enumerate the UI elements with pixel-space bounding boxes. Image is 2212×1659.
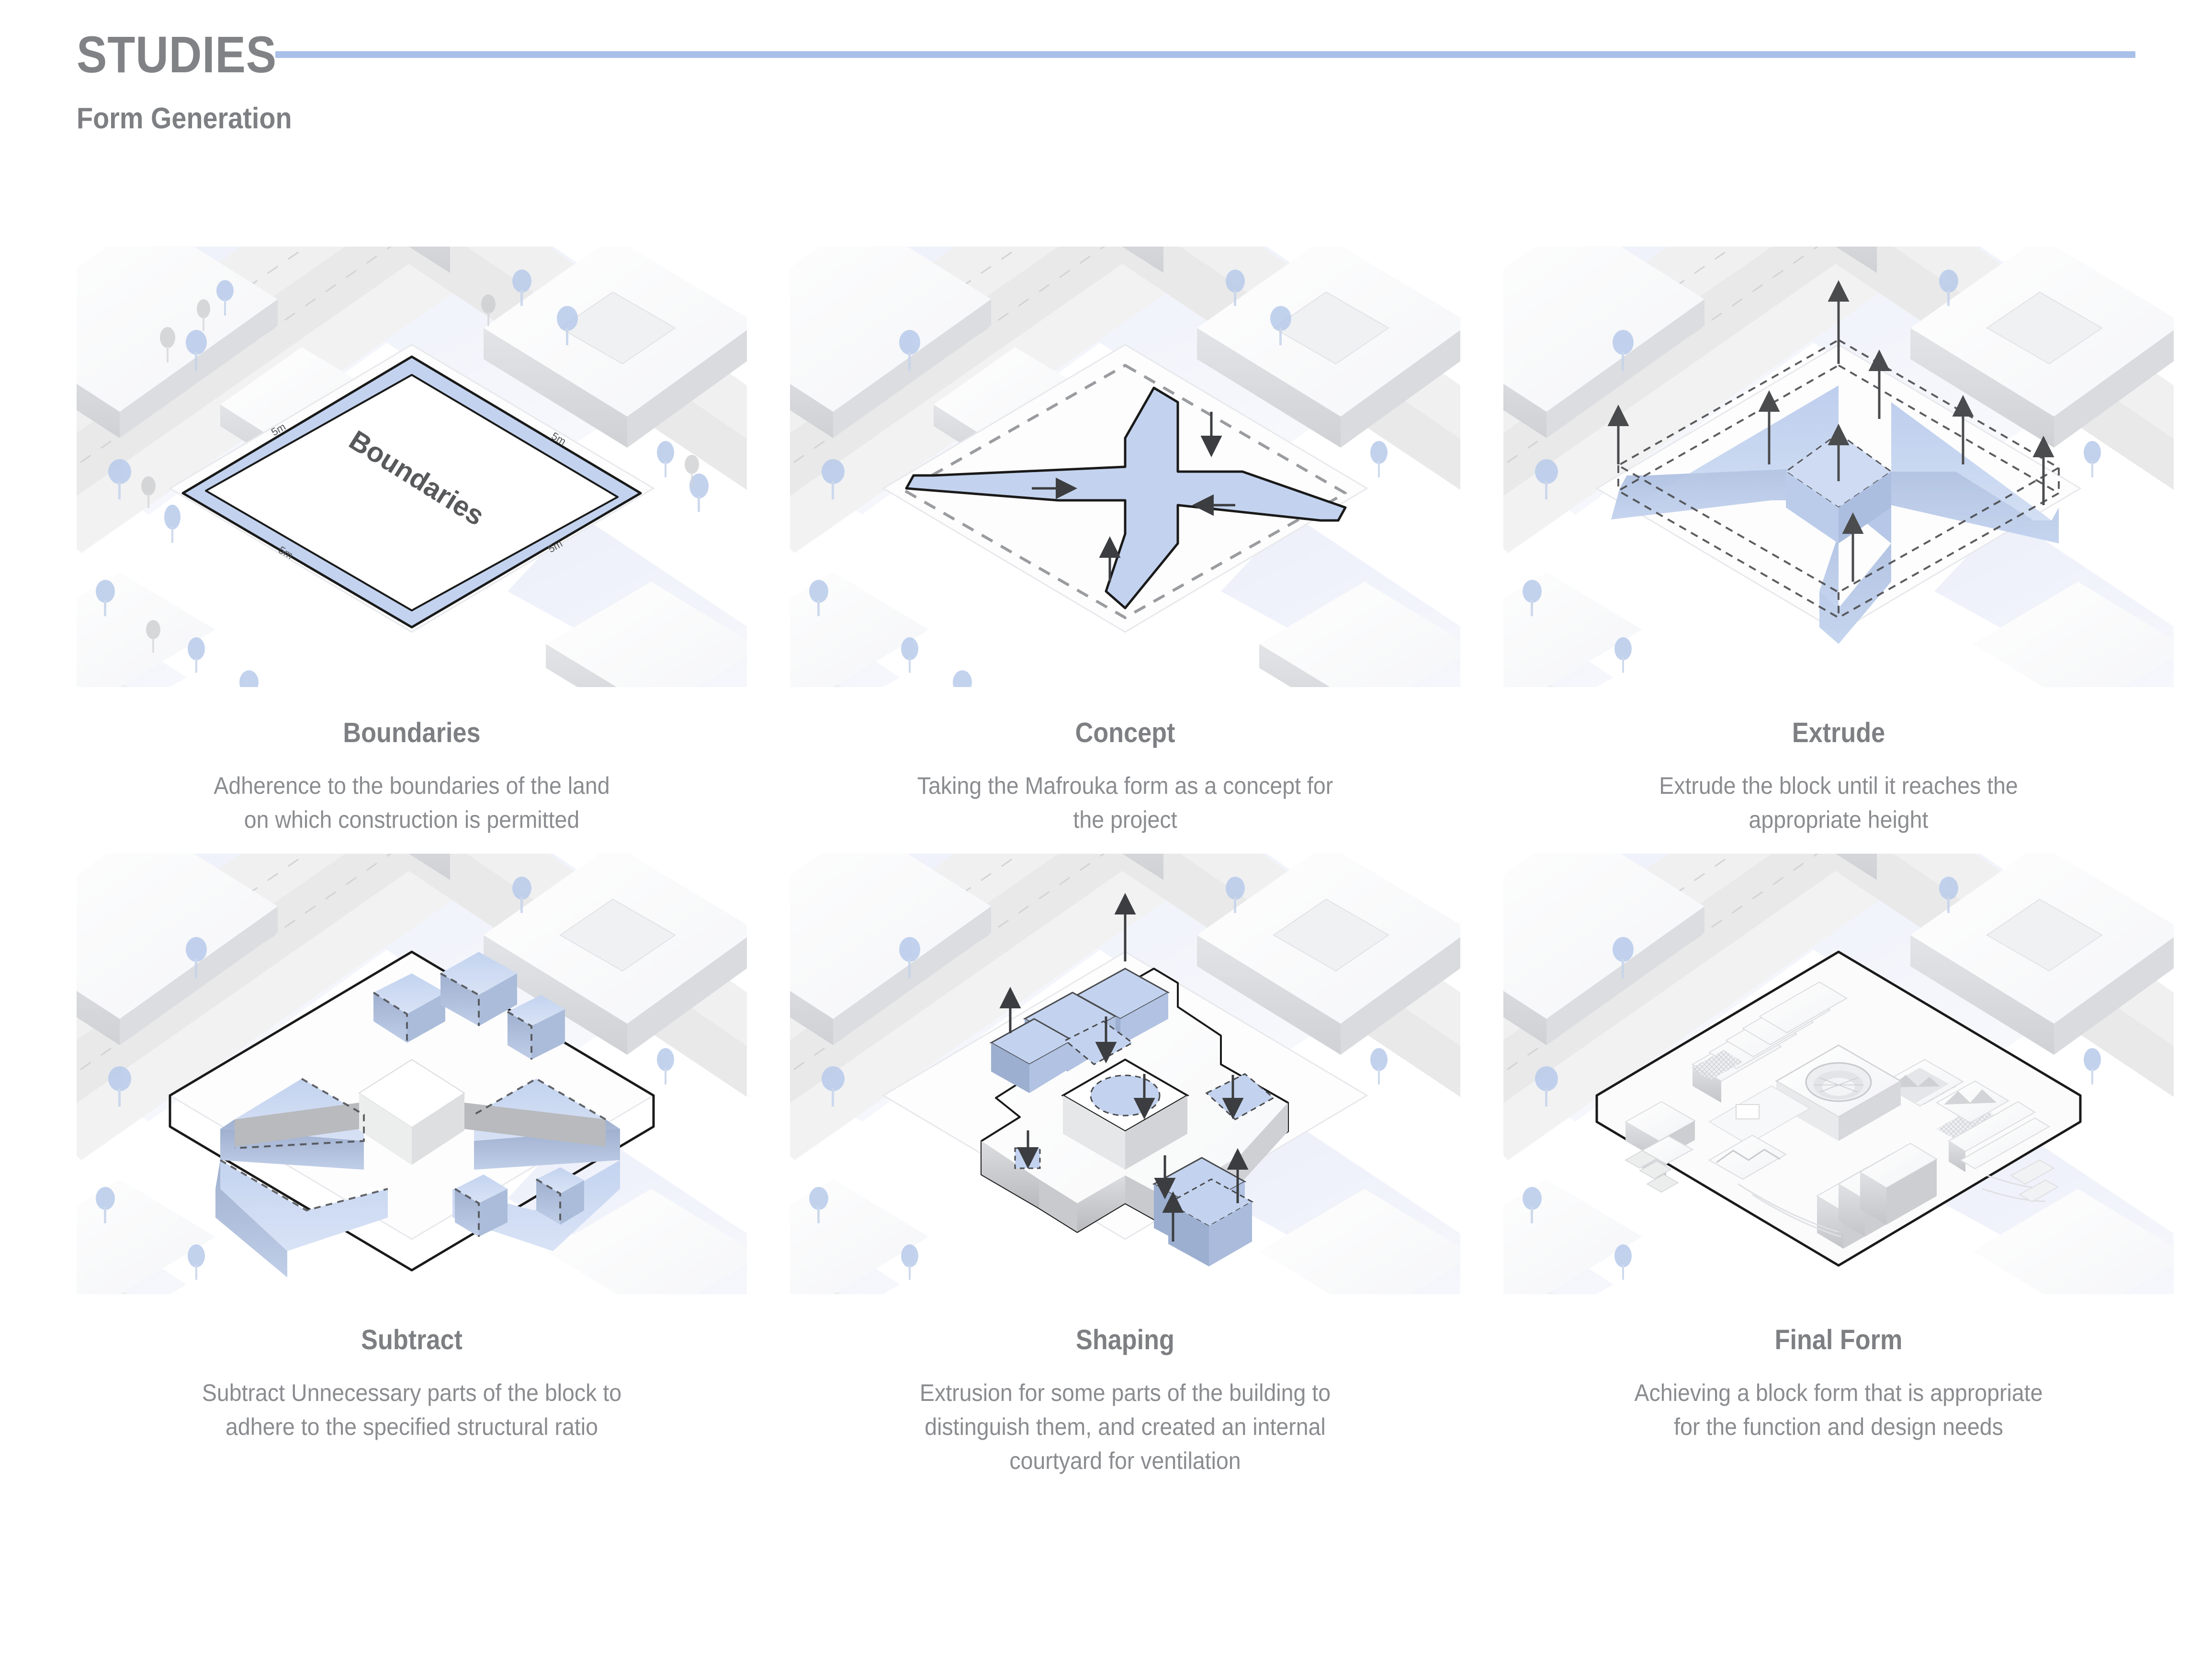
diagram-shaping bbox=[790, 854, 1460, 1294]
step-description: Subtract Unnecessary parts of the block … bbox=[202, 1379, 622, 1440]
street-trees bbox=[1523, 877, 2101, 1280]
step-description: Adherence to the boundaries of the land … bbox=[214, 772, 610, 833]
courtyard-void bbox=[1090, 1074, 1161, 1117]
step-title: Concept bbox=[1075, 717, 1175, 748]
diagram-subtract bbox=[77, 854, 747, 1294]
step-title: Final Form bbox=[1774, 1324, 1903, 1355]
page-header: STUDIES Form Generation bbox=[77, 29, 2135, 135]
setback-dashed-outline bbox=[903, 364, 1347, 619]
subtracted-mass bbox=[169, 950, 655, 1277]
step-card-shaping: Shaping Extrusion for some parts of the … bbox=[790, 854, 1460, 1478]
step-description: Achieving a block form that is appropria… bbox=[1634, 1379, 2043, 1440]
step-title: Boundaries bbox=[343, 717, 481, 748]
step-title: Extrude bbox=[1792, 717, 1885, 748]
step-description: Extrusion for some parts of the building… bbox=[919, 1379, 1331, 1474]
form-generation-grid: Boundaries 5m 5m 5m 5m Boundaries Adhere… bbox=[77, 247, 2174, 1478]
step-card-extrude: Extrude Extrude the block until it reach… bbox=[1503, 247, 2174, 837]
site-plot: Boundaries 5m 5m 5m 5m bbox=[169, 344, 655, 633]
context-buildings bbox=[790, 854, 1460, 1294]
page-subtitle: Form Generation bbox=[77, 102, 292, 135]
street-trees bbox=[809, 270, 1388, 687]
title-accent-rule bbox=[275, 51, 2135, 58]
extruded-mass bbox=[1607, 280, 2061, 644]
shaped-massing bbox=[981, 893, 1289, 1266]
diagram-extrude bbox=[1503, 247, 2174, 687]
step-description: Extrude the block until it reaches the a… bbox=[1659, 772, 2018, 833]
step-card-subtract: Subtract Subtract Unnecessary parts of t… bbox=[77, 854, 747, 1478]
street-trees bbox=[96, 270, 709, 687]
context-buildings bbox=[1503, 247, 2174, 687]
step-card-concept: Concept Taking the Mafrouka form as a co… bbox=[790, 247, 1460, 837]
diagram-boundaries: Boundaries 5m 5m 5m 5m bbox=[77, 247, 747, 687]
step-title: Shaping bbox=[1076, 1324, 1174, 1355]
concept-pinwheel bbox=[905, 386, 1347, 609]
context-buildings bbox=[790, 247, 1460, 687]
street-trees bbox=[96, 877, 674, 1280]
diagram-final-form bbox=[1503, 854, 2174, 1294]
step-card-boundaries: Boundaries 5m 5m 5m 5m Boundaries Adhere… bbox=[77, 247, 747, 837]
step-card-final-form: Final Form Achieving a block form that i… bbox=[1503, 854, 2174, 1478]
final-massing bbox=[1595, 950, 2082, 1267]
context-buildings bbox=[1503, 854, 2174, 1294]
context-buildings bbox=[77, 854, 747, 1294]
street-trees bbox=[1523, 270, 2101, 673]
street-trees bbox=[809, 877, 1388, 1280]
page-title: STUDIES bbox=[77, 25, 277, 83]
step-title: Subtract bbox=[361, 1324, 463, 1355]
diagram-concept bbox=[790, 247, 1460, 687]
title-row: STUDIES bbox=[77, 29, 2135, 80]
step-description: Taking the Mafrouka form as a concept fo… bbox=[917, 772, 1333, 833]
